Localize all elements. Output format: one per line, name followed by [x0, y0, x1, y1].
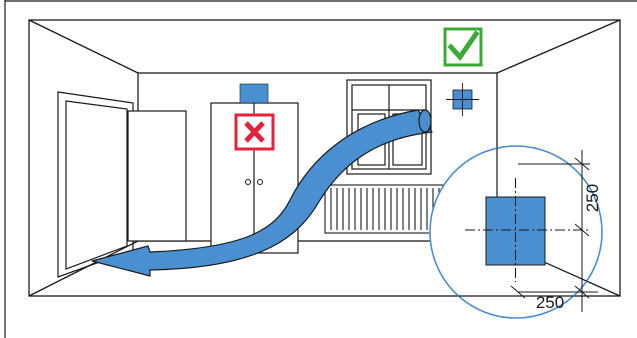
open-door: [127, 110, 187, 242]
dimension-vertical: 250: [583, 184, 602, 212]
vent-above-wardrobe: [239, 83, 269, 104]
airflow-arrow: [91, 109, 433, 277]
outer-frame: [4, 0, 637, 338]
zoom-detail: 250 250: [429, 145, 603, 319]
cross-icon: [234, 113, 275, 151]
dimension-horizontal: 250: [536, 293, 564, 312]
radiator: [324, 184, 452, 234]
airflow-arrow-tail: [418, 109, 432, 133]
check-icon: [443, 27, 483, 67]
vent-correct-position: [446, 83, 479, 116]
